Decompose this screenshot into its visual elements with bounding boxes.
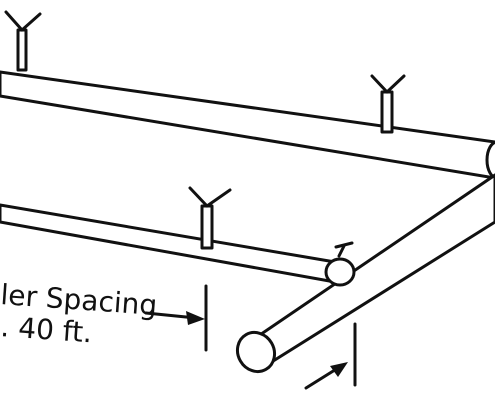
- sprinkler-head-icon: [4, 10, 42, 72]
- valve-icon: [334, 241, 354, 258]
- sprinkler-head-icon: [370, 74, 406, 134]
- sprinkler-head-icon: [188, 186, 232, 250]
- lateral-pipe-far: [0, 70, 495, 180]
- dimension-arrow-icon: [144, 311, 205, 325]
- dimension-arrow-icon: [304, 362, 348, 390]
- main-pipe-end-icon: [235, 330, 277, 374]
- spacing-value: . 40 ft.: [0, 310, 93, 349]
- lateral-pipe-near: [0, 203, 337, 284]
- pipe-end-icon: [485, 140, 495, 180]
- lateral-joint: [324, 257, 356, 287]
